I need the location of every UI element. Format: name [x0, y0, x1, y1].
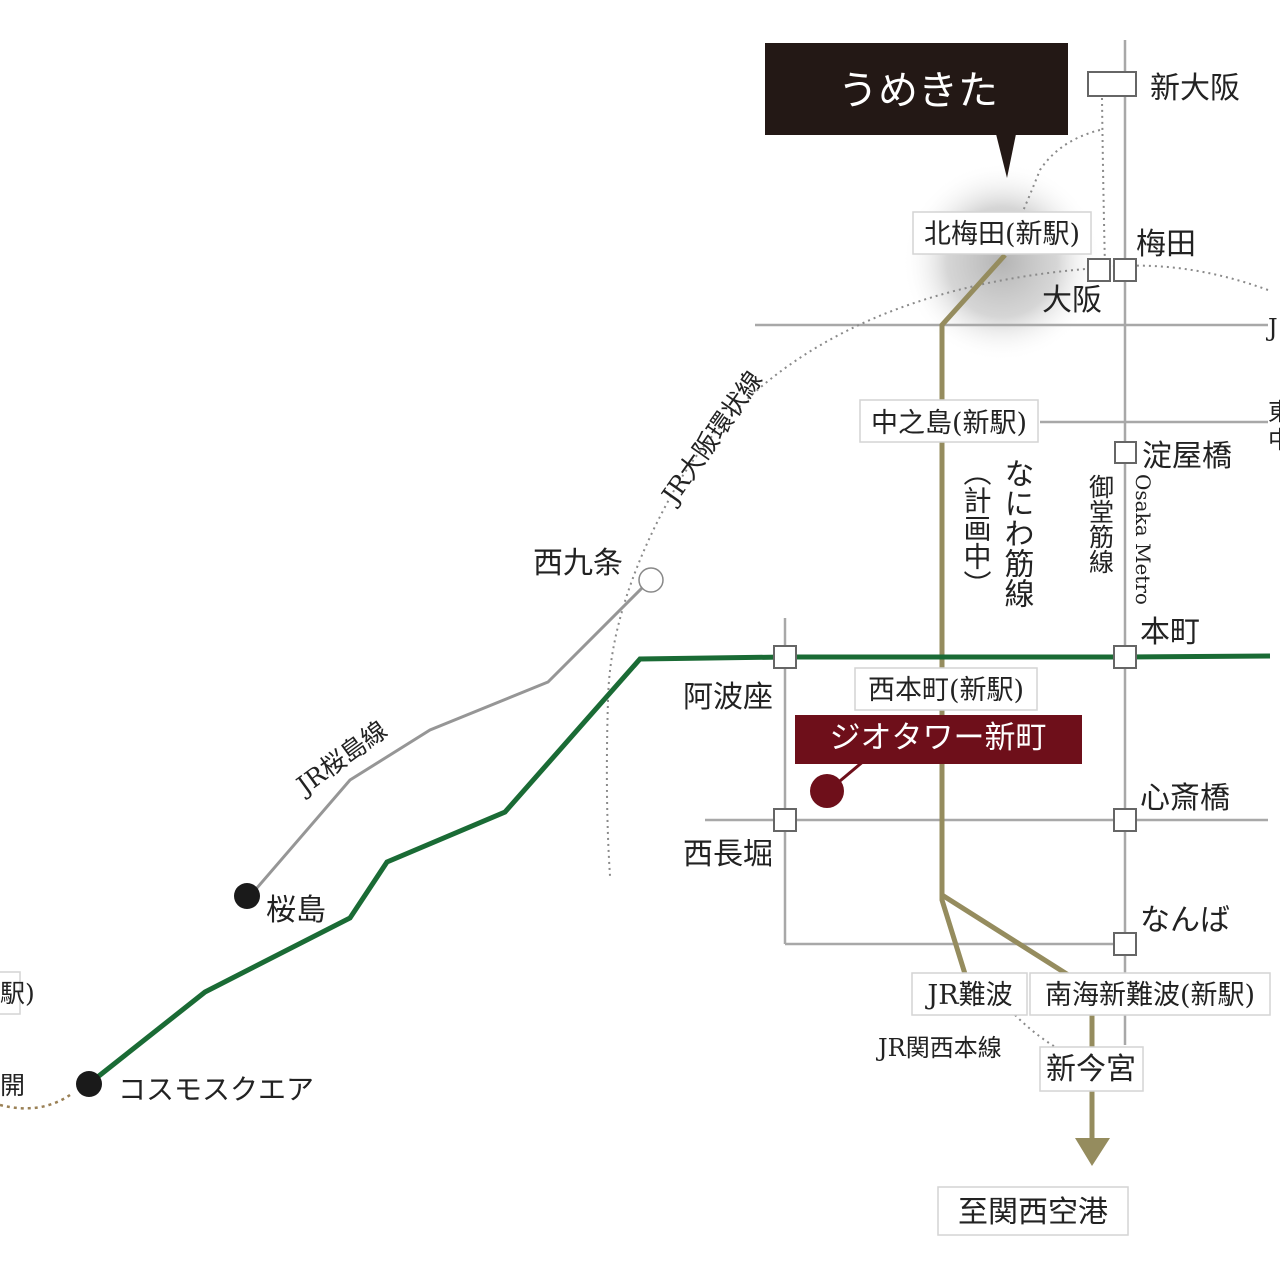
namba-station-marker[interactable] — [1113, 932, 1137, 956]
osaka-label[interactable]: 大阪 — [1042, 283, 1102, 318]
jr-sakurajima-line — [248, 578, 652, 897]
nishikujo-station-marker[interactable] — [638, 567, 664, 593]
nakanoshima-label-box — [859, 399, 1039, 443]
umekita-connector-line — [999, 129, 1101, 263]
naniwasuji-line-nankai-branch — [940, 892, 1095, 1150]
shin-imamiya-label-box — [1039, 1046, 1144, 1092]
umeda-label[interactable]: 梅田 — [1136, 227, 1196, 262]
nishihonmachi-label-box — [854, 667, 1038, 711]
nankai-shin-namba-label-box — [1029, 972, 1271, 1016]
midosuji-line-label: 御堂筋線 — [1086, 474, 1115, 574]
awaza-station-marker[interactable] — [773, 645, 797, 669]
jr-osaka-loop-line-label: JR大阪環状線 — [654, 366, 768, 511]
kansai-airport-label[interactable]: 至関西空港 — [958, 1195, 1108, 1230]
cosmo-square-station-marker[interactable] — [76, 1071, 102, 1097]
osaka-metro-label: Osaka Metro — [1131, 474, 1155, 605]
shin-imamiya-label[interactable]: 新今宮 — [1046, 1052, 1136, 1087]
nishinagahori-station-marker[interactable] — [773, 808, 797, 832]
kansai-airport-arrow-icon — [1075, 1138, 1110, 1166]
geo-tower-label[interactable]: ジオタワー新町 — [830, 720, 1047, 756]
cosmo-square-label[interactable]: コスモスクエア — [118, 1073, 314, 1106]
chuo-line — [88, 653, 1271, 1085]
edge-right-label-2: 東 — [1268, 398, 1280, 426]
naniwasuji-planned-label: （計画中） — [960, 458, 993, 598]
umekita-label-bg — [765, 43, 1068, 135]
sakurajima-label[interactable]: 桜島 — [266, 893, 326, 928]
edge-left-label-2: 開 — [0, 1071, 25, 1100]
awaza-label[interactable]: 阿波座 — [683, 680, 773, 715]
yodoyabashi-label[interactable]: 淀屋橋 — [1142, 439, 1232, 474]
jr-kansai-line-dotted — [1014, 1014, 1061, 1051]
nakanoshima-label[interactable]: 中之島(新駅) — [871, 408, 1027, 439]
edge-right-label-3: 中 — [1268, 426, 1280, 454]
shin-osaka-station-marker[interactable] — [1087, 71, 1137, 97]
highlight-label-bg — [795, 715, 1082, 764]
nishinagahori-label[interactable]: 西長堀 — [683, 837, 773, 872]
yodoyabashi-station-marker[interactable] — [1114, 441, 1137, 464]
kitaumeda-label[interactable]: 北梅田(新駅) — [924, 219, 1080, 250]
shin-osaka-label[interactable]: 新大阪 — [1150, 71, 1240, 106]
kansai-airport-label-box — [937, 1186, 1129, 1236]
honmachi-label[interactable]: 本町 — [1140, 615, 1200, 650]
jr-kansai-line-label: JR関西本線 — [875, 1034, 1002, 1062]
brown-dotted-line — [0, 1093, 71, 1110]
naniwasuji-line-label: なにわ筋線 — [999, 458, 1035, 608]
sakurajima-station-marker[interactable] — [234, 883, 260, 909]
edge-left-label-box — [0, 971, 21, 1015]
honmachi-station-marker[interactable] — [1113, 645, 1137, 669]
umekita-label[interactable]: うめきた — [838, 68, 998, 114]
shinsaibashi-station-marker[interactable] — [1113, 808, 1137, 832]
namba-label[interactable]: なんば — [1140, 903, 1230, 938]
nishihonmachi-label[interactable]: 西本町(新駅) — [868, 675, 1024, 706]
edge-left-label-1: 駅) — [0, 979, 35, 1008]
shin-osaka-connector-line — [1101, 97, 1106, 269]
shinsaibashi-label[interactable]: 心斎橋 — [1140, 781, 1230, 816]
umekita-label-pointer — [996, 134, 1016, 178]
umeda-station-marker[interactable] — [1113, 258, 1137, 282]
jr-namba-label[interactable]: JR難波 — [924, 980, 1012, 1011]
osaka-station-marker[interactable] — [1087, 258, 1111, 282]
naniwasuji-line — [939, 253, 1007, 991]
nankai-shin-namba-label[interactable]: 南海新難波(新駅) — [1045, 980, 1255, 1011]
nishikujo-label[interactable]: 西九条 — [533, 546, 623, 581]
edge-right-label-1: J — [1265, 314, 1278, 342]
kitaumeda-label-box — [912, 211, 1092, 255]
jr-namba-label-box — [911, 972, 1028, 1016]
geo-tower-location-marker[interactable] — [810, 774, 844, 808]
